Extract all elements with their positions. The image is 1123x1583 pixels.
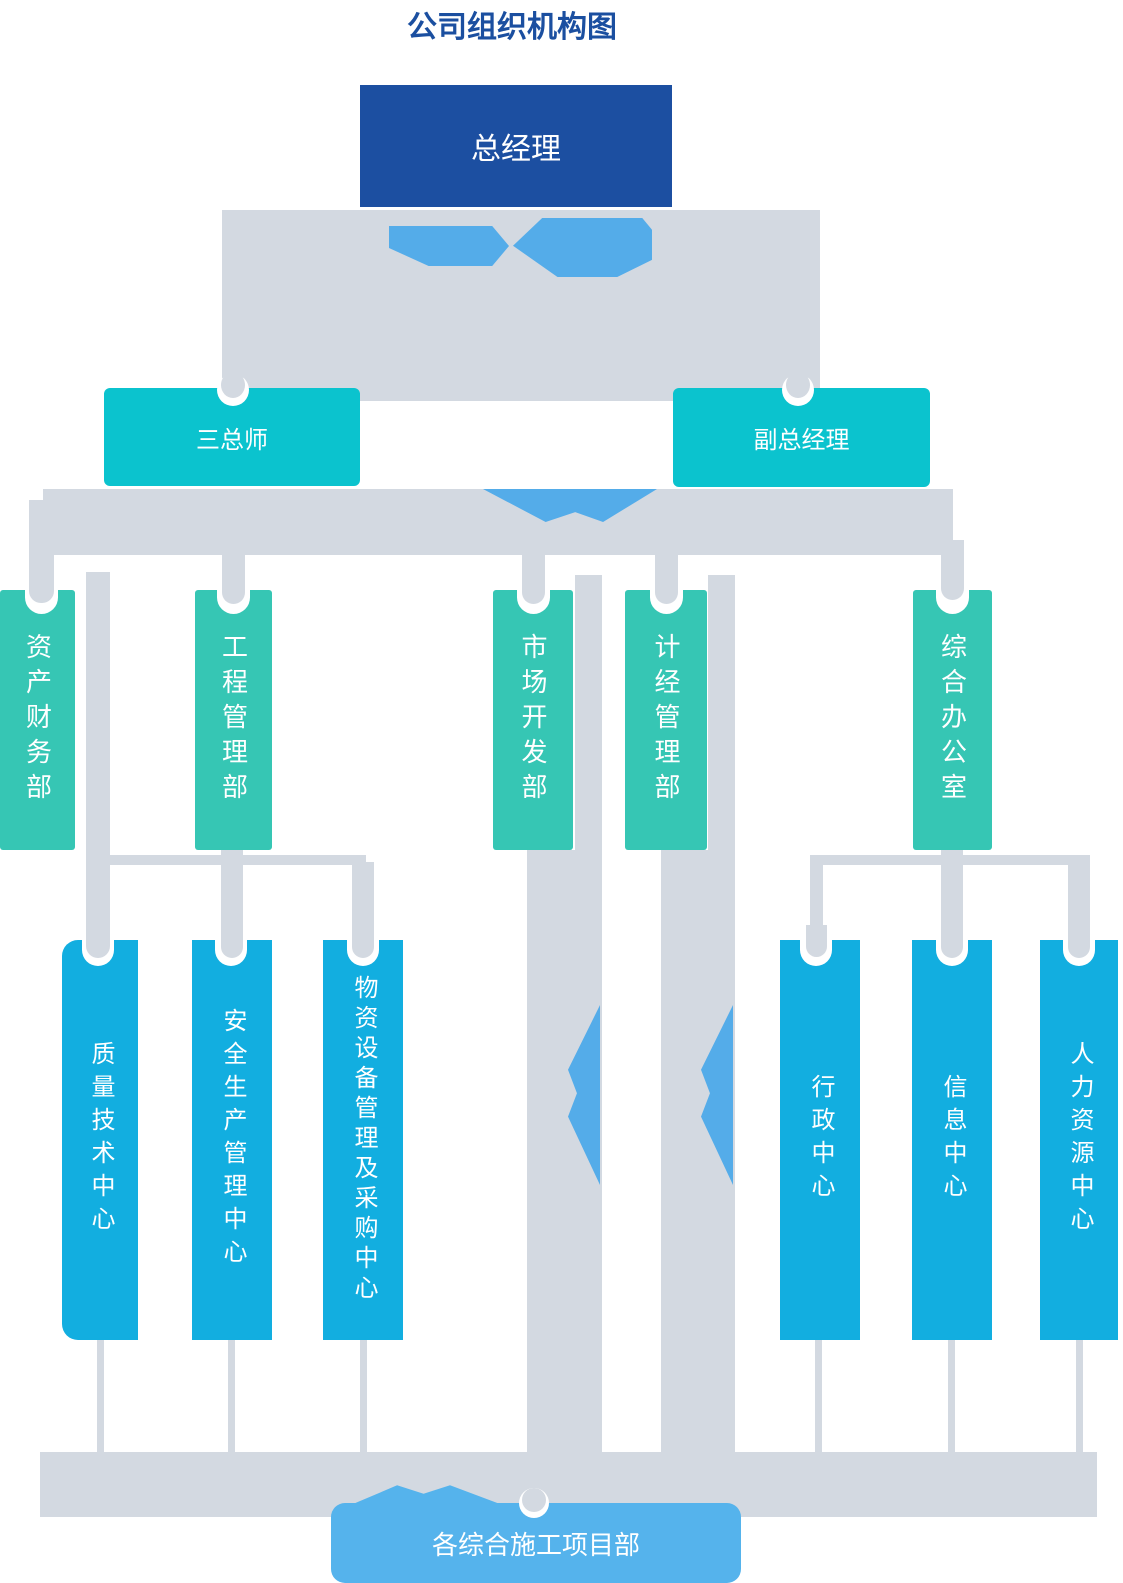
node-dept-engineering: 工程管理部 bbox=[195, 590, 272, 850]
connector-drop-engineering bbox=[222, 552, 245, 604]
connector-drop-market bbox=[522, 552, 545, 604]
connector-drop-office bbox=[941, 540, 964, 600]
node-center-safety: 安全生产管理中心 bbox=[192, 940, 272, 1340]
connector-thin-info bbox=[948, 1340, 955, 1455]
node-center-quality: 质量技术中心 bbox=[62, 940, 138, 1340]
node-label: 信息中心 bbox=[939, 1074, 966, 1206]
connector-thin-hr bbox=[1076, 1340, 1083, 1455]
tab-gray-deputy bbox=[786, 372, 810, 398]
connector-chiefs-deputy-strip bbox=[344, 388, 680, 401]
node-label: 市场开发部 bbox=[518, 632, 548, 808]
connector-thin-materials bbox=[360, 1340, 367, 1455]
tab-gray-projects bbox=[522, 1488, 546, 1512]
connector-drop-info bbox=[941, 850, 963, 958]
node-dept-finance: 资产财务部 bbox=[0, 590, 75, 850]
connector-drop-materials bbox=[352, 862, 374, 958]
node-center-info: 信息中心 bbox=[912, 940, 992, 1340]
node-label: 行政中心 bbox=[807, 1074, 834, 1206]
connector-thin-safety bbox=[228, 1340, 235, 1455]
node-label: 各综合施工项目部 bbox=[431, 1529, 640, 1560]
connector-trunk-quality bbox=[86, 572, 110, 958]
node-center-admin: 行政中心 bbox=[780, 940, 860, 1340]
connector-drop-hr bbox=[1068, 855, 1090, 958]
node-dept-market: 市场开发部 bbox=[493, 590, 573, 850]
connector-drop-admin-cap bbox=[806, 925, 827, 957]
node-label: 物资设备管理及采购中心 bbox=[350, 975, 377, 1305]
node-center-materials: 物资设备管理及采购中心 bbox=[323, 940, 403, 1340]
node-projects: 各综合施工项目部 bbox=[331, 1503, 741, 1583]
node-label: 总经理 bbox=[471, 133, 561, 166]
node-label: 质量技术中心 bbox=[87, 1041, 114, 1239]
node-general-manager: 总经理 bbox=[360, 85, 672, 207]
node-label: 工程管理部 bbox=[218, 632, 249, 808]
node-label: 综合办公室 bbox=[937, 632, 968, 808]
page-title: 公司组织机构图 bbox=[330, 2, 694, 46]
node-label: 计经管理部 bbox=[651, 632, 681, 808]
node-dept-planning: 计经管理部 bbox=[625, 590, 707, 850]
node-label: 三总师 bbox=[196, 426, 268, 454]
connector-top-blob bbox=[222, 210, 820, 390]
connector-drop-finance bbox=[29, 500, 54, 603]
connector-thin-admin bbox=[815, 1340, 822, 1455]
node-center-hr: 人力资源中心 bbox=[1040, 940, 1118, 1340]
connector-trunk-planning-upper bbox=[708, 575, 735, 855]
page-title-text: 公司组织机构图 bbox=[407, 11, 617, 44]
tab-gray-chiefs bbox=[221, 372, 245, 398]
node-dept-office: 综合办公室 bbox=[913, 590, 992, 850]
connector-trunk-market-upper bbox=[575, 575, 602, 855]
connector-drop-safety bbox=[221, 850, 243, 958]
node-label: 资产财务部 bbox=[22, 632, 53, 808]
node-label: 安全生产管理中心 bbox=[219, 1008, 246, 1272]
connector-thin-quality bbox=[97, 1340, 104, 1455]
connector-drop-admin-thin bbox=[810, 855, 823, 935]
connector-drop-planning bbox=[655, 552, 678, 604]
node-label: 副总经理 bbox=[753, 427, 850, 454]
node-label: 人力资源中心 bbox=[1066, 1041, 1093, 1239]
connector-band-1 bbox=[43, 489, 953, 555]
